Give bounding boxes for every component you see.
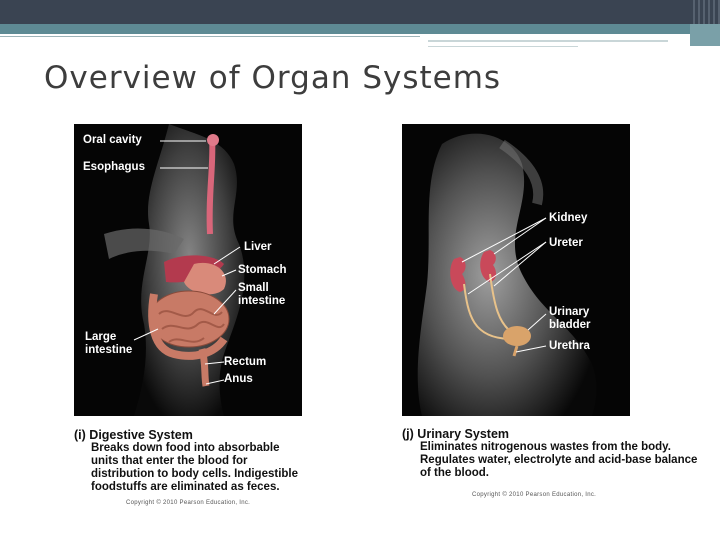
urinary-caption: (j) Urinary System Eliminates nitrogenou…: [402, 427, 702, 480]
label-urethra: Urethra: [549, 340, 590, 352]
label-rectum: Rectum: [224, 356, 267, 368]
label-ureter: Ureter: [549, 237, 583, 249]
header-corner-stripes: [690, 0, 720, 24]
label-esophagus: Esophagus: [83, 161, 145, 173]
label-oral-cavity: Oral cavity: [83, 134, 142, 146]
urinary-illustration: [417, 133, 597, 416]
header-accent-bar: [0, 24, 690, 34]
label-small-intestine: Small intestine: [238, 282, 286, 307]
label-urinary-bladder: Urinary bladder: [549, 306, 591, 331]
digestive-caption-title: Digestive System: [89, 428, 193, 442]
label-liver: Liver: [244, 241, 272, 253]
digestive-illustration: [104, 124, 245, 416]
digestive-caption-heading: (i) Digestive System: [74, 428, 314, 442]
digestive-caption-letter: (i): [74, 428, 86, 442]
header-rule: [0, 36, 420, 37]
slide-title: Overview of Organ Systems: [44, 60, 502, 96]
digestive-caption: (i) Digestive System Breaks down food in…: [74, 428, 314, 494]
label-kidney: Kidney: [549, 212, 588, 224]
urinary-system-image: Kidney Ureter Urinary bladder Urethra: [402, 124, 630, 416]
urinary-caption-heading: (j) Urinary System: [402, 427, 702, 441]
label-anus: Anus: [224, 373, 253, 385]
urinary-caption-title: Urinary System: [417, 427, 510, 441]
urinary-caption-text: Eliminates nitrogenous wastes from the b…: [420, 441, 698, 479]
urinary-copyright: Copyright © 2010 Pearson Education, Inc.: [472, 492, 597, 498]
digestive-caption-text: Breaks down food into absorbable units t…: [91, 442, 299, 493]
digestive-system-image: Oral cavity Esophagus Liver Stomach Smal…: [74, 124, 302, 416]
label-stomach: Stomach: [238, 264, 287, 276]
header-bar: [0, 0, 720, 24]
header-rule-3: [428, 46, 578, 47]
header-accent-edge: [690, 24, 720, 46]
header-rule-2: [428, 40, 668, 42]
label-large-intestine: Large intestine: [85, 331, 133, 356]
digestive-copyright: Copyright © 2010 Pearson Education, Inc.: [126, 500, 251, 506]
urinary-caption-letter: (j): [402, 427, 414, 441]
